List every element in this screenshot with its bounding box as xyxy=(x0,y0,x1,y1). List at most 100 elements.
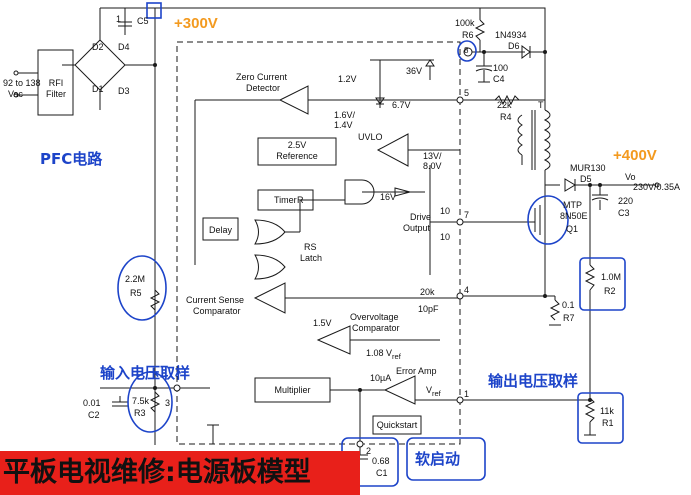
c3-name: C3 xyxy=(618,208,630,218)
delay-box xyxy=(202,217,239,241)
pin-2-label: 2 xyxy=(366,446,372,456)
output-sampling-label: 输出电压取样 xyxy=(488,372,579,390)
pin-8-marker xyxy=(463,47,473,57)
vref1-label: 1.08 Vref xyxy=(366,348,401,362)
v16-14-line1: 1.6V/ xyxy=(334,110,356,120)
pin-3-marker xyxy=(173,384,181,392)
c5-value: 1 xyxy=(116,14,122,24)
zcd-comparator xyxy=(278,85,309,115)
rs-latch-label2: Latch xyxy=(300,253,323,263)
pin-7-marker xyxy=(456,218,464,226)
r1-name: R1 xyxy=(602,418,614,428)
v67-label: 6.7V xyxy=(392,100,411,110)
quickstart-box xyxy=(372,415,422,435)
q1-type-line2: 8N50E xyxy=(560,211,588,221)
c3-value: 220 xyxy=(618,196,634,206)
r1-highlight xyxy=(577,392,624,444)
pin-1-label: 1 xyxy=(464,389,470,399)
r3-name: R3 xyxy=(134,408,146,418)
soft-start-label: 软启动 xyxy=(415,450,461,468)
r7-name: R7 xyxy=(563,313,575,323)
q1-highlight xyxy=(527,195,569,245)
delay-label: Delay xyxy=(209,225,233,235)
r6-value: 100k xyxy=(455,18,475,28)
c4-value: 100 xyxy=(493,63,509,73)
vref2-label: Vref xyxy=(426,385,441,399)
ov-comp-label1: Overvoltage xyxy=(350,312,399,322)
c4-name: C4 xyxy=(493,74,505,84)
uvlo-label: UVLO xyxy=(358,132,383,142)
reference-label2: Reference xyxy=(276,151,318,161)
input-voltage-line1: 92 to 138 xyxy=(3,78,41,88)
pin-5-marker xyxy=(456,96,464,104)
vref1-sub: ref xyxy=(392,351,401,361)
ic-boundary xyxy=(176,41,461,445)
v13-8-line2: 8.0V xyxy=(423,161,442,171)
r4-value: 22k xyxy=(497,100,512,110)
drive-label1: Drive xyxy=(410,212,432,222)
zcd-label2: Detector xyxy=(246,83,281,93)
voltage-300-label: +300V xyxy=(174,15,218,32)
r3-highlight xyxy=(127,371,173,433)
q1-type-line1: MTP xyxy=(563,200,582,210)
r5-name: R5 xyxy=(130,288,142,298)
r6-name: R6 xyxy=(462,30,474,40)
d6-diode xyxy=(521,45,531,59)
d5-diode xyxy=(564,178,576,192)
vo-value: 230V/0.35A xyxy=(633,182,681,192)
d1-label: D1 xyxy=(92,84,104,94)
cs-comp-label1: Current Sense xyxy=(186,295,245,305)
v16-label: 16V xyxy=(380,192,397,202)
rs-latch-gate1 xyxy=(254,219,286,245)
r5-value: 2.2M xyxy=(125,274,146,284)
transformer-primary xyxy=(543,109,551,171)
c2-name: C2 xyxy=(88,410,100,420)
error-amp xyxy=(383,375,416,405)
pfc-circuit-label: PFC电路 xyxy=(40,150,103,168)
pin-8-label: 8 xyxy=(464,46,469,55)
timer-r-label: R xyxy=(297,195,304,205)
softstart-highlight xyxy=(406,437,486,481)
input-sampling-label: 输入电压取样 xyxy=(100,364,191,382)
rs-latch-gate2 xyxy=(254,254,286,280)
vo-label: Vo xyxy=(625,172,636,182)
ua10-label: 10µA xyxy=(370,373,392,383)
cs-comparator xyxy=(253,282,286,314)
pin-4-label: 4 xyxy=(464,285,470,295)
d4-label: D4 xyxy=(118,42,130,52)
r7-value: 0.1 xyxy=(562,300,575,310)
c10pf-value: 10pF xyxy=(418,304,439,314)
pin-7-label: 7 xyxy=(464,210,470,220)
vref2-text: V xyxy=(426,385,433,395)
r2-highlight xyxy=(579,257,626,311)
q1-name: Q1 xyxy=(566,224,579,234)
d3-label: D3 xyxy=(118,86,130,96)
top-rail xyxy=(100,7,546,20)
v16-14-line2: 1.4V xyxy=(334,120,353,130)
r1-value: 11k xyxy=(600,406,614,416)
d6-name: D6 xyxy=(508,41,520,51)
drive-label2: Output xyxy=(403,223,431,233)
pin-1-marker xyxy=(456,396,464,404)
r3-value: 7.5k xyxy=(132,396,150,406)
c5-name: C5 xyxy=(137,16,149,26)
v13-8-line1: 13V/ xyxy=(423,151,442,161)
transformer-name: T xyxy=(538,100,544,110)
pin8-highlight xyxy=(457,40,477,62)
c5-highlight xyxy=(146,2,162,19)
drive-output-stage xyxy=(394,187,412,197)
timer-label: Timer xyxy=(274,195,297,205)
pin-5-label: 5 xyxy=(464,88,470,98)
error-amp-label: Error Amp xyxy=(396,366,437,376)
r4-name: R4 xyxy=(500,112,512,122)
v36-label: 36V xyxy=(406,66,423,76)
rfi-filter-label2: Filter xyxy=(46,89,66,99)
rs-latch-label1: RS xyxy=(304,242,317,252)
r2-name: R2 xyxy=(604,286,616,296)
quickstart-label: Quickstart xyxy=(376,420,418,430)
d5-type: MUR130 xyxy=(570,163,606,173)
r5-highlight xyxy=(117,255,167,321)
r10a-value: 10 xyxy=(440,206,451,216)
d5-name: D5 xyxy=(580,174,592,184)
